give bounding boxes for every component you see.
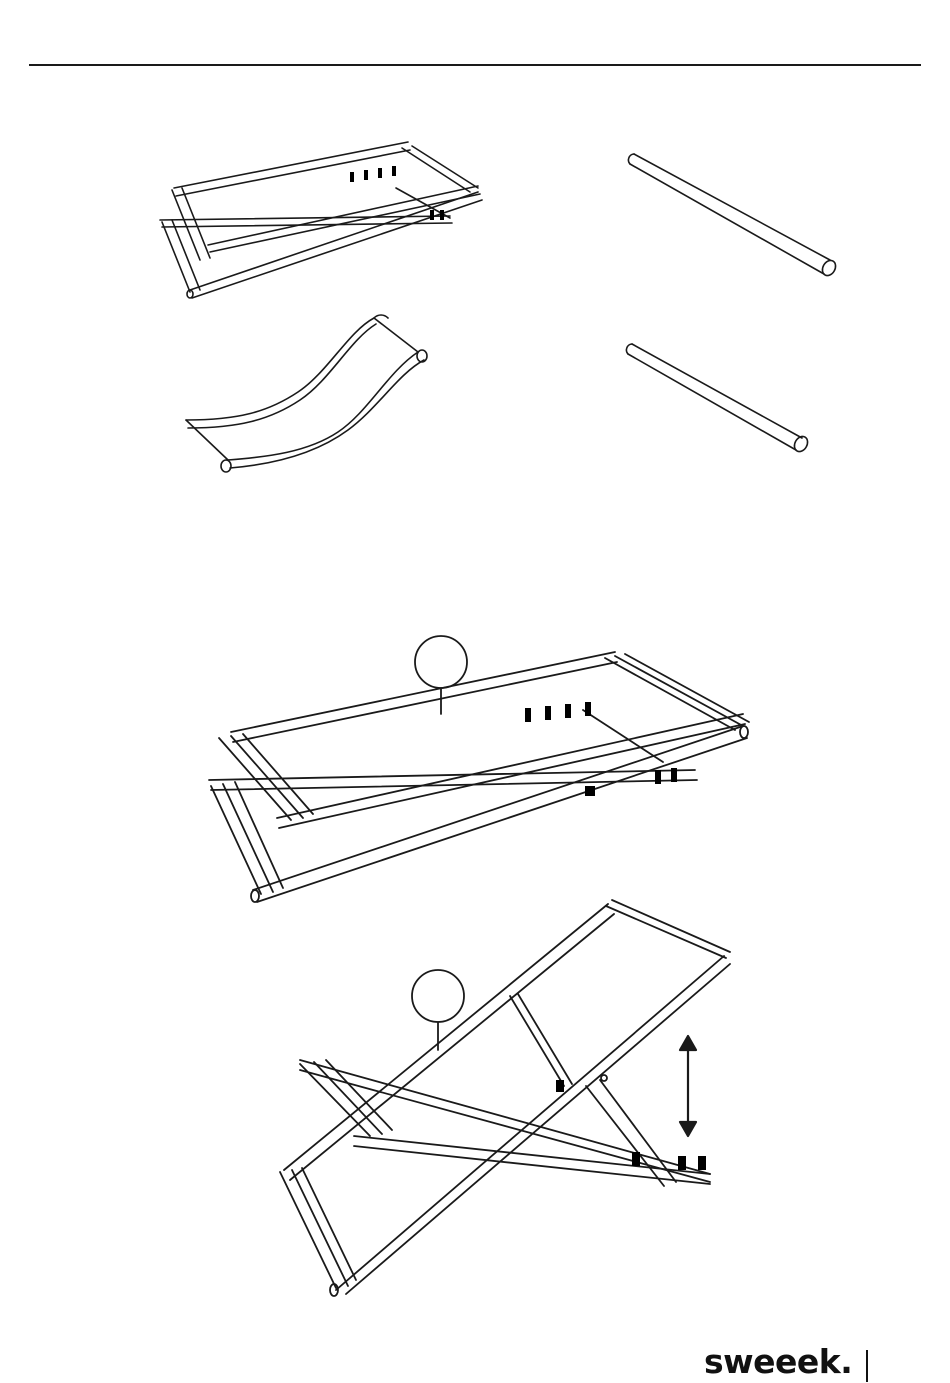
brand-logo: sweeek.	[704, 1345, 852, 1378]
header-rule	[29, 64, 921, 66]
opened-chair-step	[270, 890, 740, 1300]
fabric-seat	[178, 312, 440, 477]
frame-with-fabric-step	[195, 630, 765, 915]
footer-divider	[866, 1350, 868, 1382]
wooden-bar-2	[624, 340, 824, 460]
folded-chair-frame	[150, 130, 500, 310]
wooden-bar-1	[626, 150, 846, 290]
